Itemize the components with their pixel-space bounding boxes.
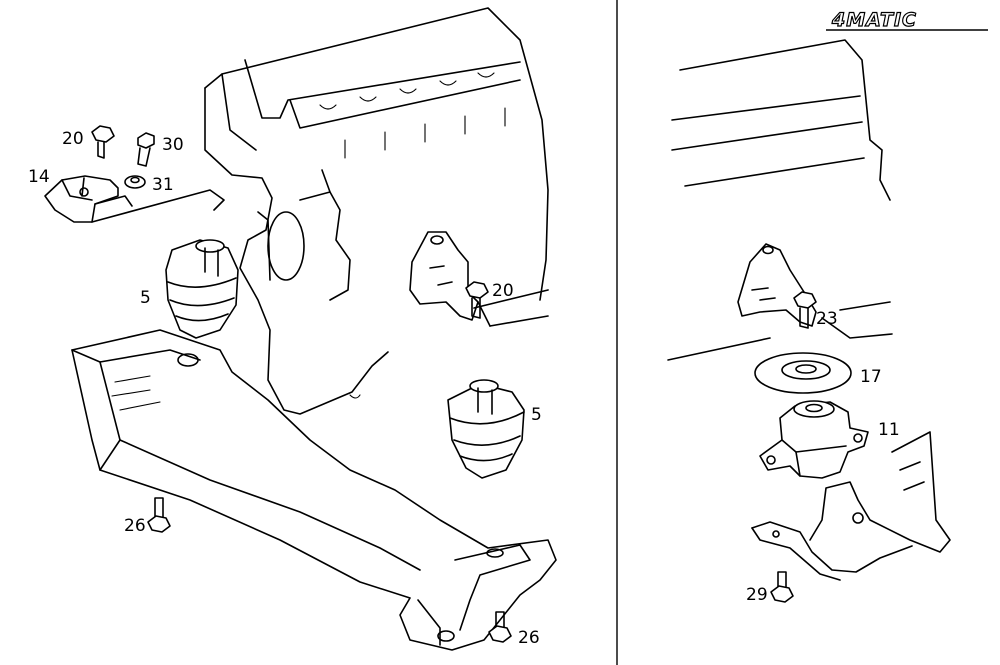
rubber-mount-5-right <box>447 379 525 479</box>
bolt-23 <box>793 291 817 329</box>
label-23: 23 <box>816 309 838 329</box>
engine-block <box>204 7 549 415</box>
bracket-14 <box>44 175 225 223</box>
right-panel: 4MATIC <box>667 8 988 603</box>
label-30: 30 <box>162 135 184 155</box>
engine-mount-11 <box>759 400 869 479</box>
badge-text: 4MATIC <box>831 9 917 31</box>
washer-31 <box>124 175 146 189</box>
support-bracket-4matic <box>751 431 951 581</box>
engine-outline-4matic <box>667 39 893 361</box>
rubber-mount-5-left <box>165 239 239 339</box>
label-5-left: 5 <box>140 288 151 308</box>
label-26-left: 26 <box>124 516 146 536</box>
left-panel <box>44 7 557 651</box>
shim-plate-17 <box>754 352 852 394</box>
label-29: 29 <box>746 585 768 605</box>
label-5-right: 5 <box>531 405 542 425</box>
bolt-20-right <box>465 281 489 319</box>
label-20-top: 20 <box>62 129 84 149</box>
label-26-right: 26 <box>518 628 540 648</box>
bolt-26-left <box>147 497 171 533</box>
bolt-20-top <box>91 125 115 159</box>
bolt-26-right <box>488 611 512 643</box>
label-17: 17 <box>860 367 882 387</box>
label-31: 31 <box>152 175 174 195</box>
part-labels: 20 30 14 31 5 20 5 26 26 23 17 11 29 <box>28 129 900 648</box>
label-20-right: 20 <box>492 281 514 301</box>
label-14: 14 <box>28 167 50 187</box>
label-11: 11 <box>878 420 900 440</box>
bolt-29 <box>770 571 794 603</box>
engine-bracket-right <box>409 231 549 327</box>
front-crossmember <box>71 329 557 651</box>
bolt-30 <box>137 132 155 167</box>
4matic-badge: 4MATIC <box>826 8 988 32</box>
engine-bracket-4matic <box>737 243 817 327</box>
